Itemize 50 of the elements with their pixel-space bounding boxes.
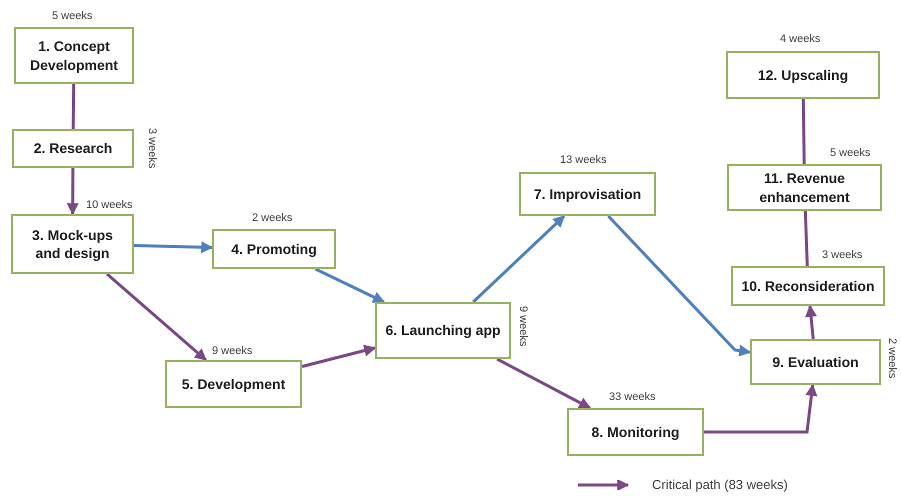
duration-label: 33 weeks	[609, 391, 656, 403]
task-label: 9. Evaluation	[772, 352, 859, 372]
task-box	[375, 302, 511, 359]
arrow	[314, 268, 385, 304]
task-label: 7. Improvisation	[534, 184, 642, 204]
task-box	[727, 164, 882, 211]
duration-label: 5 weeks	[830, 147, 870, 159]
task-box	[519, 172, 656, 216]
task-label: 2. Research	[34, 139, 112, 158]
legend-label: Critical path (83 weeks)	[652, 477, 788, 492]
arrow	[106, 272, 207, 362]
duration-label: 3 weeks	[822, 249, 862, 261]
task-label: 11. Revenue enhancement	[758, 169, 851, 206]
duration-label: 10 weeks	[86, 199, 132, 211]
task-box	[750, 339, 881, 385]
task-label: 1. Concept Development	[29, 37, 119, 74]
task-box	[726, 51, 880, 99]
duration-label: 2 weeks	[252, 212, 292, 224]
task-label: 4. Promoting	[231, 240, 317, 258]
task-label: 5. Development	[182, 374, 286, 394]
duration-label: 2 weeks	[886, 338, 898, 378]
task-box	[14, 27, 134, 84]
task-box	[11, 214, 134, 274]
duration-label: 13 weeks	[560, 154, 606, 166]
arrow	[302, 344, 376, 368]
duration-label: 4 weeks	[780, 33, 820, 45]
duration-label: 5 weeks	[52, 10, 92, 22]
duration-label: 9 weeks	[212, 345, 252, 357]
task-label: 6. Launching app	[385, 321, 501, 340]
task-box	[567, 408, 704, 456]
task-label: 10. Reconsideration	[741, 276, 875, 296]
arrow	[704, 384, 818, 434]
duration-label: 3 weeks	[146, 128, 158, 168]
connector-line	[72, 84, 76, 130]
arrow	[607, 214, 752, 357]
connector-line	[802, 98, 806, 164]
task-label: 8. Monitoring	[592, 422, 680, 442]
arrow	[496, 358, 592, 410]
arrow	[66, 168, 79, 216]
connector-line	[804, 210, 809, 266]
task-box	[731, 266, 885, 306]
arrow	[134, 241, 214, 254]
task-label: 12. Upscaling	[758, 66, 848, 84]
arrow	[805, 304, 817, 340]
task-label: 3. Mock-ups and design	[31, 226, 114, 262]
task-box	[12, 129, 134, 168]
task-box	[165, 360, 302, 408]
duration-label: 9 weeks	[517, 306, 529, 346]
task-box	[212, 229, 336, 269]
arrow	[472, 214, 566, 304]
